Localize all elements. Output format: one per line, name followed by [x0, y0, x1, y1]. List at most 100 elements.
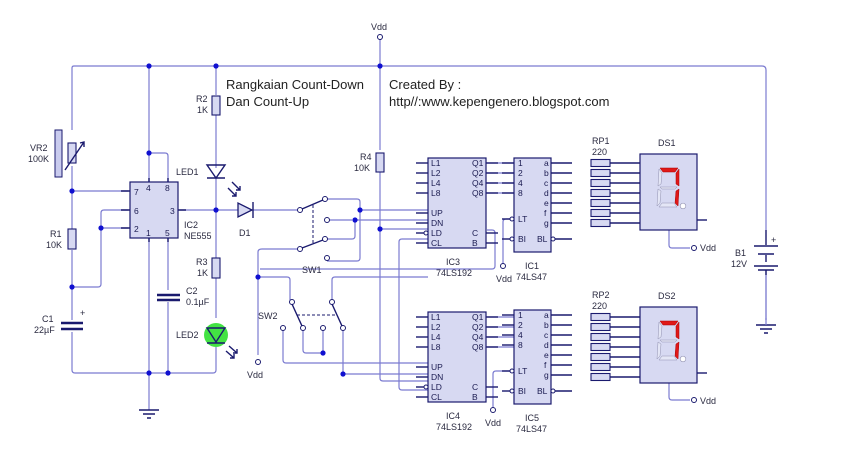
pin-bi: BI — [518, 234, 526, 244]
chip-body — [513, 157, 552, 253]
pin-cl: CL — [431, 238, 442, 248]
segment-b — [675, 168, 680, 187]
pin-a: a — [544, 310, 549, 320]
vdd-ds1-label: Vdd — [700, 243, 716, 253]
sw1-switch[interactable]: SW1 — [297, 196, 330, 276]
r3-resistor: R3 1K — [196, 257, 221, 279]
led1: LED1 — [176, 164, 241, 197]
pin-dn: DN — [431, 218, 443, 228]
pin-up: UP — [431, 362, 443, 372]
c2-capacitor: C2 0.1µF — [157, 286, 210, 307]
pin-f: f — [544, 360, 547, 370]
rp-resistor — [590, 168, 611, 178]
pin-b: B — [472, 392, 478, 402]
pin-lt: LT — [518, 214, 527, 224]
rp-resistor — [590, 312, 611, 322]
junction-dot — [352, 217, 358, 223]
pin-2: 2 — [518, 320, 523, 330]
pin-c: C — [472, 228, 478, 238]
vdd-ds2-label: Vdd — [700, 396, 716, 406]
sw1-ref: SW1 — [302, 265, 322, 275]
pin-b: B — [472, 238, 478, 248]
chip-body — [427, 311, 487, 403]
ic2-pin4: 4 — [146, 183, 151, 193]
ic2-pin2: 2 — [134, 224, 139, 234]
sw2-switch[interactable]: SW2 — [258, 299, 346, 331]
junction-dot — [146, 150, 152, 156]
credit-line2[interactable]: http//:www.kepengenero.blogspot.com — [389, 94, 609, 109]
junction-dot — [98, 225, 104, 231]
credit-line1: Created By : — [389, 77, 461, 92]
rp-value: 220 — [592, 301, 607, 311]
chip-value: 74LS47 — [516, 424, 547, 434]
rp-resistor — [590, 198, 611, 208]
r4-ref: R4 — [360, 152, 372, 162]
ic2-pin8: 8 — [165, 183, 170, 193]
pin-d: d — [544, 340, 549, 350]
pin-ld: LD — [431, 382, 442, 392]
segment-d — [658, 202, 678, 208]
chip-ref: IC3 — [446, 257, 460, 267]
b1-ref: B1 — [735, 248, 746, 258]
chip-body — [513, 309, 552, 405]
rp-resistor — [590, 188, 611, 198]
pin-g: g — [544, 370, 549, 380]
r1-resistor: R1 10K — [46, 228, 77, 250]
segment-g — [659, 339, 678, 343]
rp-value: 220 — [592, 147, 607, 157]
ground-icon — [139, 409, 159, 419]
junction-dot — [377, 63, 383, 69]
rp-resistor — [590, 178, 611, 188]
led2: LED2 — [176, 323, 238, 359]
junctions — [69, 63, 383, 377]
chip-value: 74LS47 — [516, 272, 547, 282]
pin-dn: DN — [431, 372, 443, 382]
pin-bl: BL — [537, 386, 548, 396]
pin-bi: BI — [518, 386, 526, 396]
rp-resistor — [590, 372, 611, 382]
pin-l1: L1 — [431, 312, 441, 322]
b1-plus: + — [771, 235, 776, 245]
pin-q4: Q4 — [472, 178, 484, 188]
ic2-ref: IC2 — [184, 220, 198, 230]
pin-q1: Q1 — [472, 158, 484, 168]
vdd-terminals: Vdd Vdd Vdd Vdd Vdd Vdd — [247, 22, 716, 428]
pin-q2: Q2 — [472, 322, 484, 332]
pin-l2: L2 — [431, 168, 441, 178]
rp-resistor — [590, 352, 611, 362]
sw2-ref: SW2 — [258, 311, 278, 321]
r2-ref: R2 — [196, 94, 208, 104]
vdd-top-label: Vdd — [371, 22, 387, 32]
led1-ref: LED1 — [176, 167, 199, 177]
title-line2: Dan Count-Up — [226, 94, 309, 109]
ic2-value: NE555 — [184, 231, 212, 241]
r4-value: 10K — [354, 163, 370, 173]
chip-ref: IC5 — [525, 413, 539, 423]
junction-dot — [69, 284, 75, 290]
ds1-seven-segment: DS1 — [639, 138, 707, 231]
pin-g: g — [544, 218, 549, 228]
pin-4: 4 — [518, 330, 523, 340]
vdd-ic1-label: Vdd — [496, 274, 512, 284]
pin-c: C — [472, 382, 478, 392]
pin-l8: L8 — [431, 188, 441, 198]
pin-b: b — [544, 320, 549, 330]
rp-ref: RP1 — [592, 136, 610, 146]
segment-g — [659, 186, 678, 190]
r2-resistor: R2 1K — [196, 94, 221, 116]
pin-f: f — [544, 208, 547, 218]
ic2-pin3: 3 — [170, 206, 175, 216]
rp-resistor — [590, 158, 611, 168]
rp-resistor — [590, 332, 611, 342]
pin-l4: L4 — [431, 178, 441, 188]
pin-8: 8 — [518, 340, 523, 350]
chip-value: 74LS192 — [436, 422, 472, 432]
c2-value: 0.1µF — [186, 297, 210, 307]
pin-ld: LD — [431, 228, 442, 238]
pin-q8: Q8 — [472, 188, 484, 198]
segment-c — [674, 341, 680, 360]
junction-dot — [213, 207, 219, 213]
